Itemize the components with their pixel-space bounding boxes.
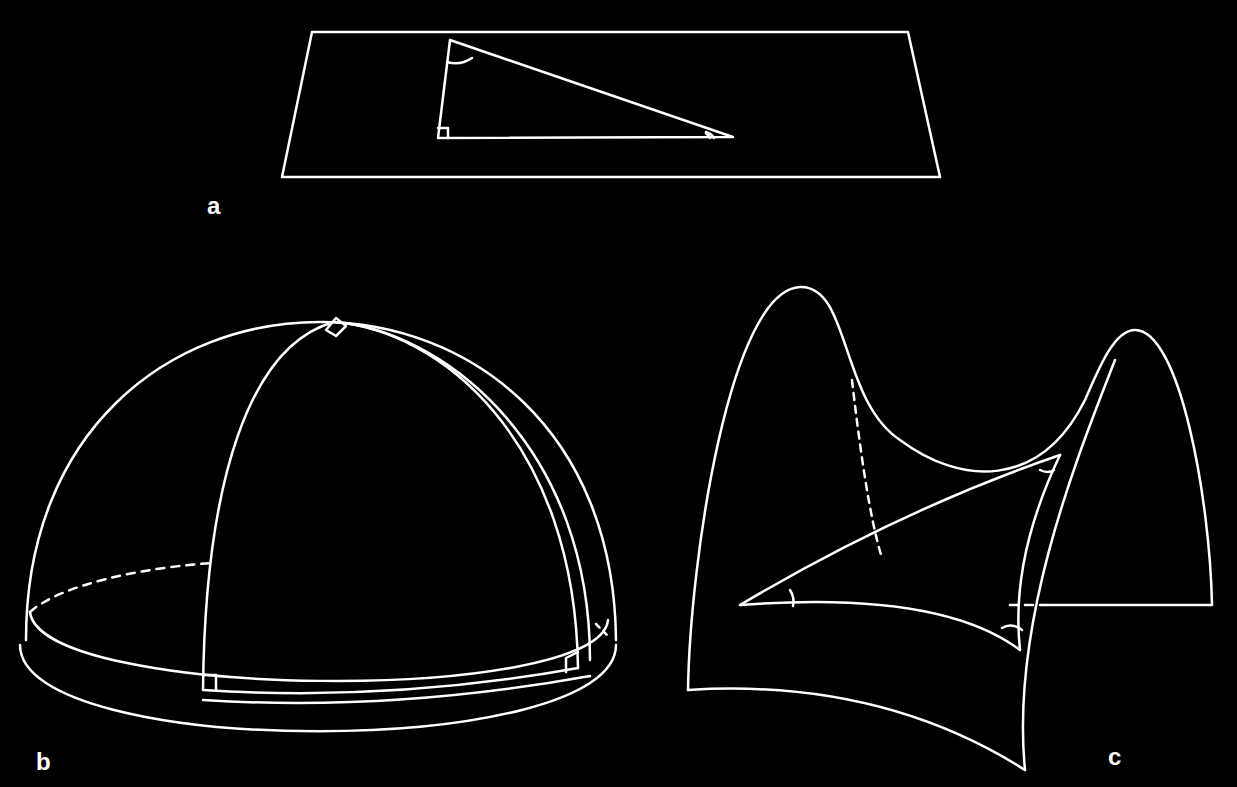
panel-letter: c (1108, 745, 1121, 769)
saddle-surface (688, 287, 1212, 770)
panel-letter: a (207, 194, 220, 218)
hemisphere (20, 318, 616, 731)
panel-letter: b (36, 750, 51, 774)
flat-plane (282, 32, 940, 177)
